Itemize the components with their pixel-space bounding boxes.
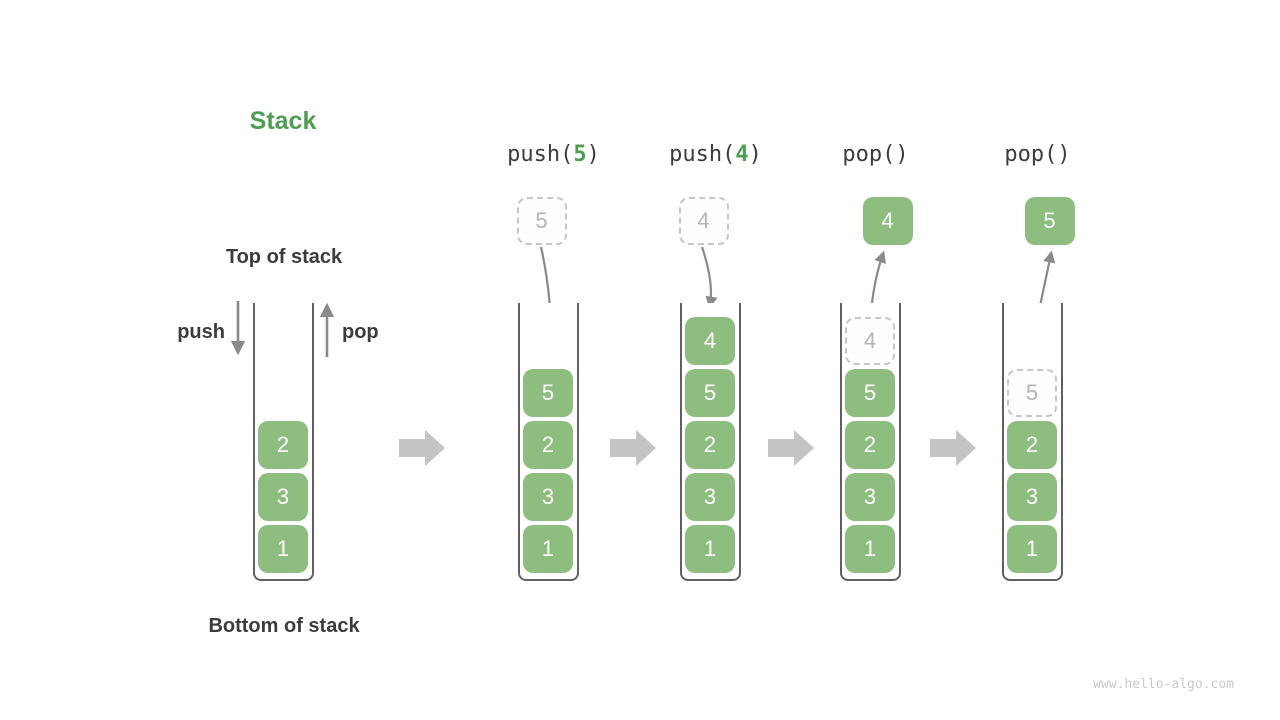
- stack-item: 1: [1007, 525, 1057, 573]
- stack-item: 5: [523, 369, 573, 417]
- watermark: www.hello-algo.com: [1093, 677, 1234, 692]
- pushed-value-box: 4: [678, 197, 729, 245]
- operation-label-pop-second: pop(): [1004, 142, 1071, 167]
- stack-item: 3: [258, 473, 308, 521]
- stack-item: 1: [523, 525, 573, 573]
- stack-item: 4: [685, 317, 735, 365]
- stack-item: 1: [258, 525, 308, 573]
- diagram-title: Stack: [249, 107, 317, 135]
- pop-label: pop: [342, 321, 379, 343]
- stack-item: 3: [845, 473, 895, 521]
- stack-item: 2: [258, 421, 308, 469]
- popped-value-box: 5: [1024, 197, 1075, 245]
- operation-label-push-5: push(5): [507, 142, 600, 167]
- step-arrow-icon: [768, 430, 814, 466]
- stack-item: 2: [685, 421, 735, 469]
- operation-label-pop-first: pop(): [842, 142, 909, 167]
- stack-item: 2: [523, 421, 573, 469]
- pushed-value-box: 5: [516, 197, 567, 245]
- top-of-stack-label: Top of stack: [225, 246, 343, 268]
- push-label: push: [177, 321, 225, 343]
- operation-label-push-4: push(4): [669, 142, 762, 167]
- stack-item: 5: [685, 369, 735, 417]
- stack-item: 3: [1007, 473, 1057, 521]
- stack-item: 5: [845, 369, 895, 417]
- stack-item-ghost: 4: [845, 317, 895, 365]
- popped-value-box: 4: [862, 197, 913, 245]
- stack-item: 3: [523, 473, 573, 521]
- bottom-of-stack-label: Bottom of stack: [208, 615, 360, 637]
- stack-item: 2: [1007, 421, 1057, 469]
- stack-item: 3: [685, 473, 735, 521]
- step-arrow-icon: [930, 430, 976, 466]
- stack-item: 1: [685, 525, 735, 573]
- stack-item: 2: [845, 421, 895, 469]
- stack-item: 1: [845, 525, 895, 573]
- stack-item-ghost: 5: [1007, 369, 1057, 417]
- push4-curve-arrow-icon: [700, 246, 718, 309]
- step-arrow-icon: [610, 430, 656, 466]
- step-arrow-icon: [399, 430, 445, 466]
